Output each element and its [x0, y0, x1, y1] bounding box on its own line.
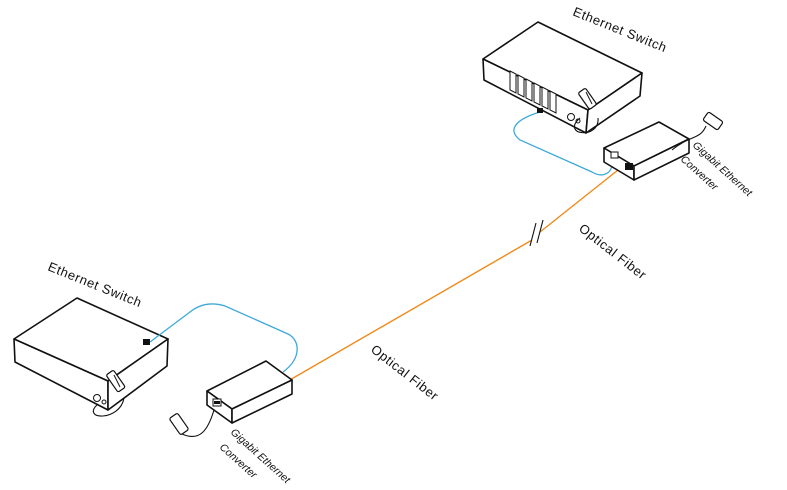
power-plug-icon [573, 88, 599, 134]
label-ethernet-switch-bottom: Ethernet Switch [46, 259, 144, 310]
ethernet-cable-top [513, 111, 613, 176]
optical-fiber-cable [287, 169, 619, 382]
label-optical-fiber-upper: Optical Fiber [576, 221, 650, 283]
media-converter-top [603, 111, 724, 181]
rj45-connector-bottom [143, 339, 150, 345]
switch-ports-top [509, 70, 557, 114]
fiber-break-mark [529, 219, 544, 247]
power-adapter-icon [671, 111, 724, 151]
ethernet-switch-top [482, 21, 643, 134]
power-adapter-icon [169, 409, 215, 437]
ethernet-switch-bottom [13, 297, 169, 417]
power-plug-icon [92, 370, 126, 417]
label-optical-fiber-lower: Optical Fiber [368, 342, 442, 404]
media-converter-bottom [169, 360, 293, 437]
rj45-connector-top [537, 108, 543, 113]
ethernet-cable-bottom [149, 303, 298, 373]
